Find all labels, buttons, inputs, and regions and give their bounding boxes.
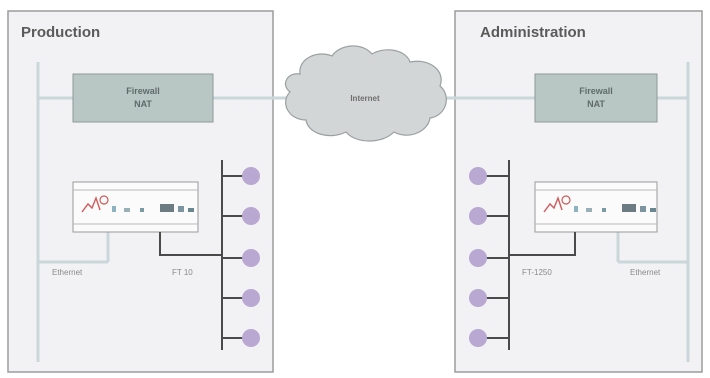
right-node-3: [469, 249, 487, 267]
right-node-2: [469, 207, 487, 225]
right-controller-device: [534, 181, 658, 233]
right-bus-nodes: [469, 167, 487, 347]
left-controller-device: [72, 181, 199, 233]
left-node-5: [242, 329, 260, 347]
right-bus-label: FT-1250: [522, 268, 552, 277]
left-ethernet-label: Ethernet: [52, 268, 83, 277]
right-field-bus: [484, 160, 576, 350]
production-title: Production: [21, 24, 100, 41]
left-firewall-line1: Firewall: [126, 86, 160, 96]
left-node-1: [242, 167, 260, 185]
left-node-3: [242, 249, 260, 267]
left-bus-nodes: [242, 167, 260, 347]
right-ethernet-label: Ethernet: [630, 268, 661, 277]
ethernet-lines: [36, 62, 690, 362]
right-firewall-line1: Firewall: [579, 86, 613, 96]
left-node-4: [242, 289, 260, 307]
left-firewall-box: Firewall NAT: [72, 73, 214, 123]
right-node-5: [469, 329, 487, 347]
left-node-2: [242, 207, 260, 225]
internet-cloud: Internet: [285, 45, 447, 142]
administration-title: Administration: [480, 24, 586, 41]
left-firewall-line2: NAT: [134, 99, 152, 109]
right-firewall-box: Firewall NAT: [534, 73, 658, 123]
left-bus-label: FT 10: [172, 268, 193, 277]
right-firewall-line2: NAT: [587, 99, 605, 109]
internet-label: Internet: [350, 94, 380, 103]
right-node-4: [469, 289, 487, 307]
right-node-1: [469, 167, 487, 185]
